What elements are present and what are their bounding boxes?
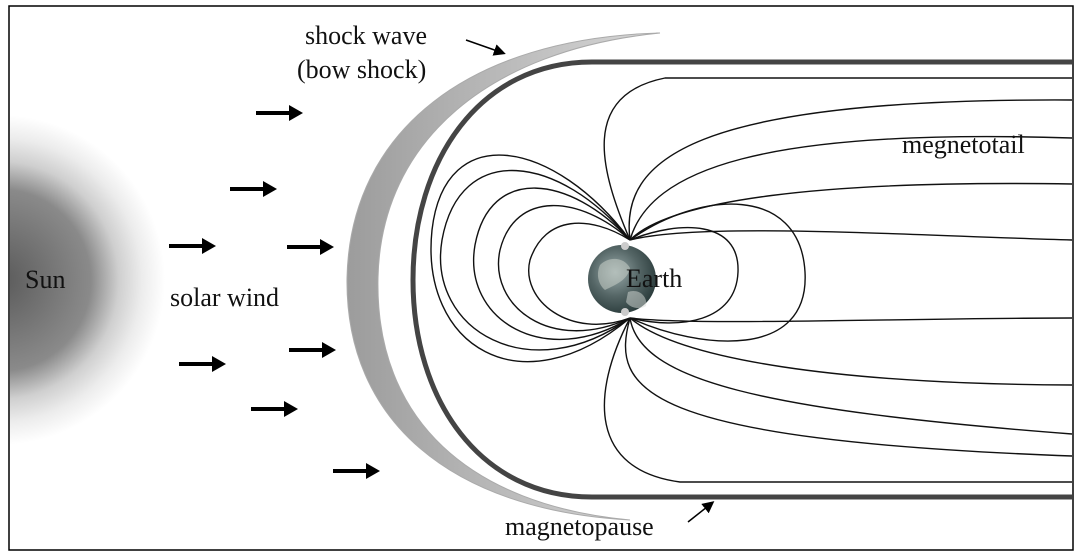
shock-wave-pointer bbox=[465, 39, 506, 56]
bow-shock bbox=[346, 32, 661, 521]
magnetotail-label: megnetotail bbox=[902, 130, 1025, 159]
bow-shock-label: (bow shock) bbox=[297, 55, 426, 84]
earth-label: Earth bbox=[626, 264, 682, 293]
solar-wind-arrows bbox=[169, 105, 380, 479]
right-arrow-icon bbox=[179, 356, 226, 372]
right-arrow-icon bbox=[289, 342, 336, 358]
magnetopause bbox=[410, 59, 1072, 500]
right-arrow-icon bbox=[230, 181, 277, 197]
right-arrow-icon bbox=[256, 105, 303, 121]
right-arrow-icon bbox=[287, 239, 334, 255]
right-arrow-icon bbox=[169, 238, 216, 254]
right-arrow-icon bbox=[333, 463, 380, 479]
sun-label: Sun bbox=[25, 265, 65, 294]
magnetopause-pointer bbox=[687, 501, 715, 523]
sun bbox=[10, 115, 165, 445]
magnetopause-label: magnetopause bbox=[505, 512, 654, 541]
magnetic-field-lines bbox=[430, 77, 1073, 483]
earth-globe-icon bbox=[588, 242, 656, 316]
diagram-frame bbox=[8, 5, 1074, 551]
right-arrow-icon bbox=[251, 401, 298, 417]
shock-wave-label: shock wave bbox=[305, 21, 427, 50]
solar-wind-label: solar wind bbox=[170, 283, 279, 312]
